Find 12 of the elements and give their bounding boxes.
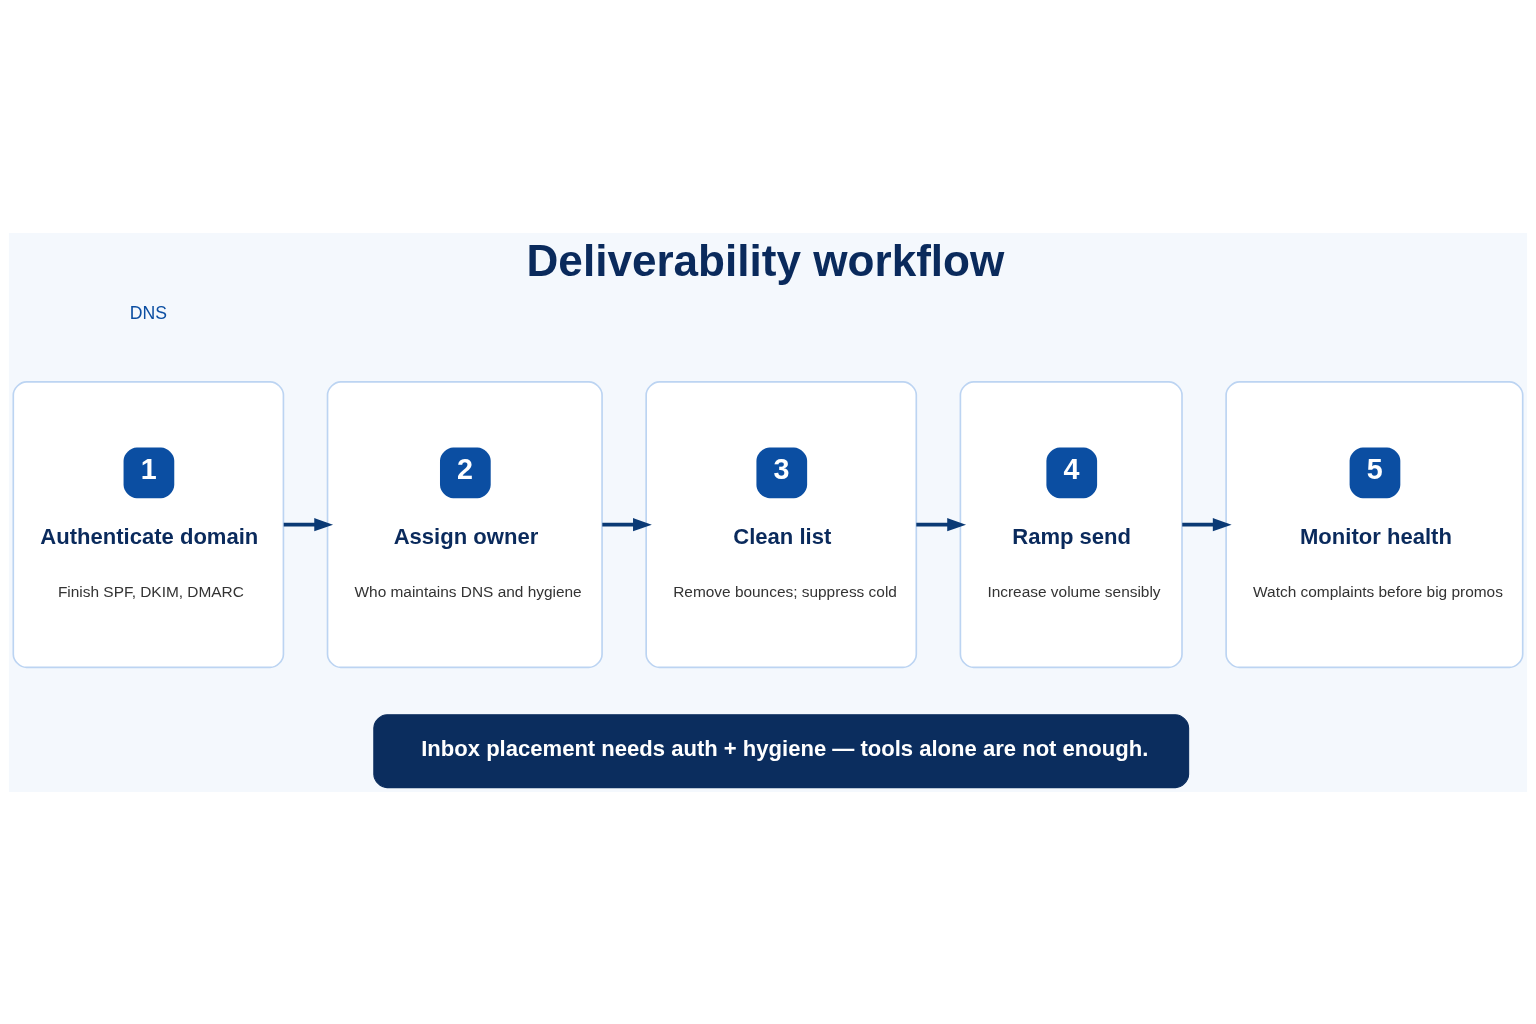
arrow — [916, 517, 967, 531]
node-box: 3 Clean list Remove bounces; suppress cold — [645, 380, 918, 668]
arrow — [283, 517, 334, 531]
label: DNS — [129, 302, 167, 323]
node-box: 1 Authenticate domain Finish SPF, DKIM, DMARC — [12, 380, 285, 668]
arrow — [1182, 517, 1232, 531]
node-box: 5 Monitor health Watch complaints before big promos — [1225, 380, 1524, 668]
node-box: Inbox placement needs auth + hygiene — tools alone are not enough. — [373, 713, 1190, 788]
node-box: 4 Ramp send Increase volume sensibly — [959, 380, 1183, 668]
arrow — [602, 517, 652, 531]
diagram-title: Deliverability workflow — [526, 235, 1005, 285]
node-box: 2 Assign owner Who maintains DNS and hygiene — [326, 380, 603, 668]
